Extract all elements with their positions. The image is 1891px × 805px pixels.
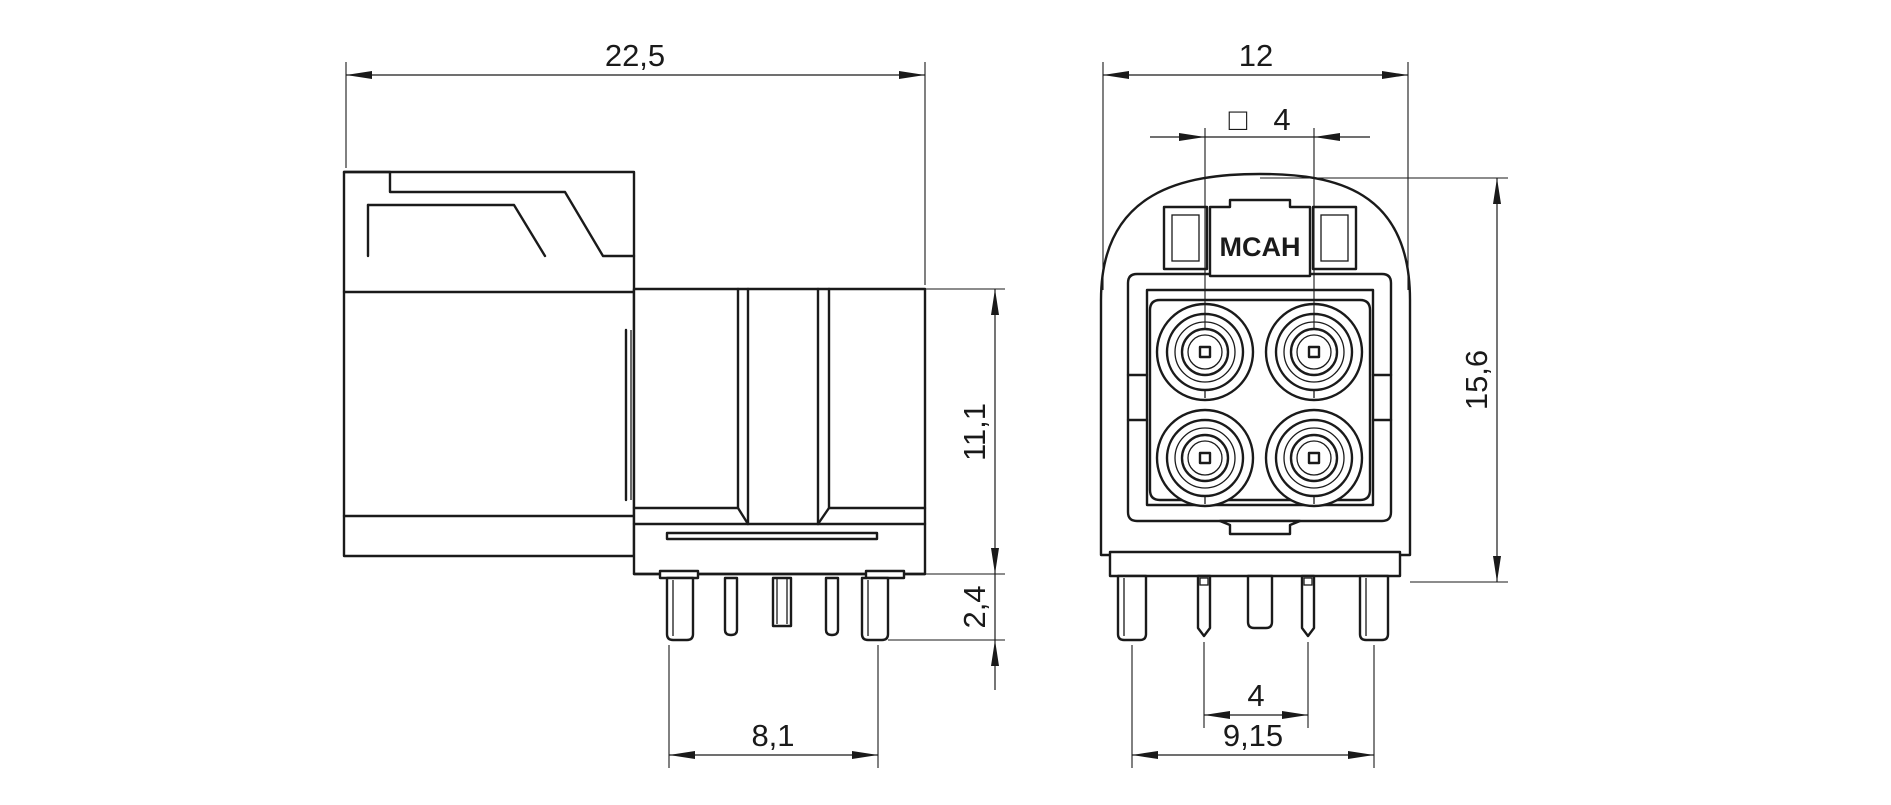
side-view: 22,5 11,1 2,4 8,1	[342, 38, 1005, 768]
side-pins	[658, 569, 906, 642]
dim-overall-height: 15,6	[1459, 350, 1494, 410]
dim-outer-pins: 9,15	[1223, 718, 1283, 753]
dim-overall-length: 22,5	[605, 38, 665, 73]
side-front-housing	[632, 287, 927, 576]
front-dimensions: 12 □ 4 15,6 4 9,15	[1102, 38, 1508, 768]
contact-bottom-right	[1274, 418, 1354, 504]
dim-pitch-square-symbol: □	[1229, 102, 1248, 137]
side-dimensions: 22,5 11,1 2,4 8,1	[345, 38, 1005, 768]
part-label-mcah: MCAH	[1220, 232, 1301, 262]
dim-pin-pitch: 4	[1247, 678, 1264, 713]
dim-body-height: 11,1	[957, 403, 992, 461]
front-contacts	[1165, 312, 1354, 504]
front-pins	[1116, 574, 1390, 642]
dim-pitch-square: 4	[1273, 102, 1290, 137]
side-rear-housing	[342, 170, 636, 558]
dim-pin-spacing: 8,1	[751, 718, 794, 753]
contact-bottom-left	[1165, 418, 1245, 504]
front-view: MCAH	[1099, 38, 1508, 768]
dim-pin-length: 2,4	[957, 585, 992, 628]
dim-overall-width: 12	[1239, 38, 1273, 73]
front-latch: MCAH	[1162, 198, 1358, 278]
